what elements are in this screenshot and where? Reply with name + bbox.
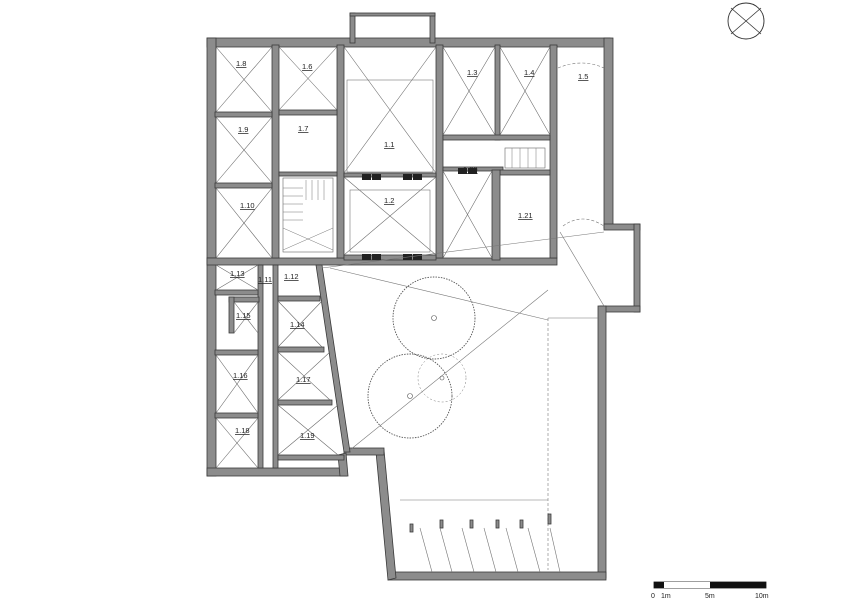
scale-tick-label: 10m: [755, 593, 769, 600]
room-label: 1.14: [290, 320, 305, 329]
room-label: 1.10: [240, 201, 255, 210]
room-label: 1.3: [467, 68, 477, 77]
room-label: 1.13: [230, 269, 245, 278]
room-label: 1.19: [300, 431, 315, 440]
room-labels: 1.8 1.6 1.3 1.4 1.5 1.9 1.7 1.1 1.20 1.2…: [230, 59, 588, 440]
room-label: 1.1: [384, 140, 394, 149]
scale-bar: 0 1m 5m 10m: [651, 581, 769, 600]
trees: [367, 276, 476, 439]
room-label: 1.12: [284, 272, 299, 281]
scale-tick-label: 1m: [661, 593, 671, 600]
ceiling-lines: [215, 46, 605, 570]
room-label: 1.9: [238, 125, 248, 134]
room-label: 1.2: [384, 196, 394, 205]
north-arrow-icon: [727, 2, 765, 40]
lower-wing-walls: [214, 264, 351, 469]
room-label: 1.20: [463, 165, 478, 174]
room-label: 1.21: [518, 211, 533, 220]
room-label: 1.17: [296, 375, 311, 384]
dashed-arcs: [557, 62, 605, 227]
room-label: 1.6: [302, 62, 312, 71]
room-label: 1.16: [233, 371, 248, 380]
room-label: 1.18: [235, 426, 250, 435]
room-label: 1.7: [298, 124, 308, 133]
interior-walls: [214, 44, 558, 261]
room-label: 1.5: [578, 72, 588, 81]
parking-bays: [409, 513, 561, 573]
windows: [362, 168, 477, 260]
scale-tick-label: 0: [651, 593, 655, 600]
room-label: 1.11: [258, 275, 272, 284]
room-label: 1.15: [236, 311, 251, 320]
room-label: 1.4: [524, 68, 534, 77]
scale-tick-label: 5m: [705, 593, 715, 600]
room-label: 1.8: [236, 59, 246, 68]
staircase: [282, 147, 546, 253]
outer-walls: [206, 12, 641, 581]
